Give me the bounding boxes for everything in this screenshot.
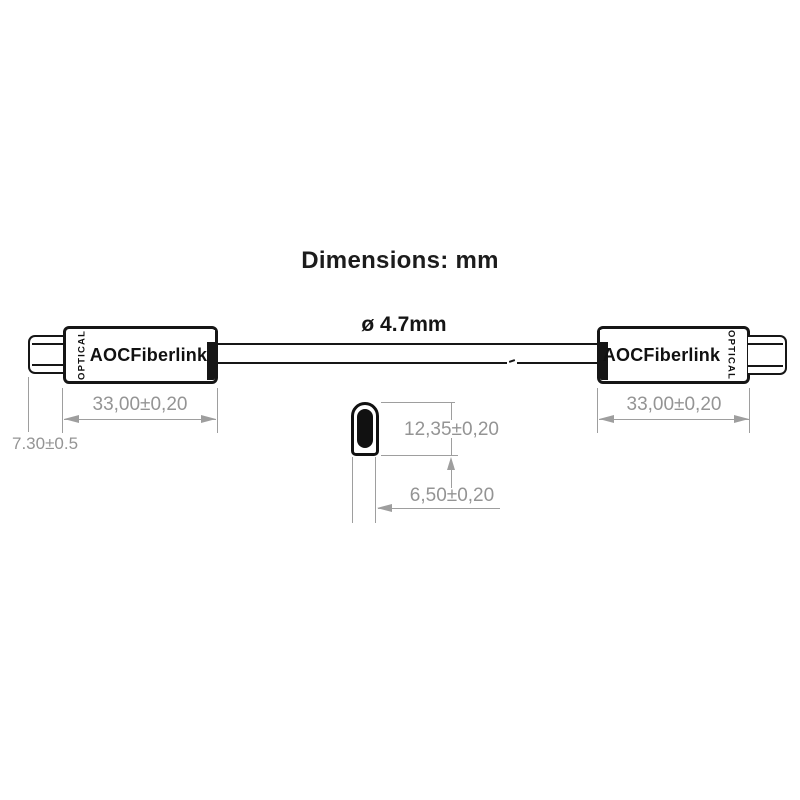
arrowhead-left-icon <box>377 504 392 512</box>
cable-diameter-label: ø 4.7mm <box>361 313 447 336</box>
extension-line-plug-tip <box>28 377 29 432</box>
arrow-shaft-cs-height <box>451 469 452 488</box>
extension-line-left-body-start <box>62 388 63 433</box>
brand-label-right: AOCFiberlink <box>602 344 721 365</box>
cable-top-edge <box>216 343 599 345</box>
connector-cross-section-tongue <box>357 409 373 448</box>
extension-line-right-body-end <box>749 388 750 433</box>
connector-body-left: OPTICAL AOCFiberlink <box>63 326 218 384</box>
usb-c-plug-right <box>748 335 787 375</box>
cable-bottom-edge-left <box>216 362 507 364</box>
dim-right-connector-length: 33,00±0,20 <box>626 394 722 415</box>
extension-line-cs-top <box>381 402 455 403</box>
dimension-line-right-body <box>599 419 749 420</box>
arrowhead-right-icon <box>201 415 216 423</box>
connector-body-right: AOCFiberlink OPTICAL <box>597 326 750 384</box>
arrowhead-left-icon <box>64 415 79 423</box>
dim-left-connector-length: 33,00±0,20 <box>92 394 188 415</box>
strain-relief-notch <box>207 330 215 342</box>
plug-tongue-line-top <box>748 343 783 345</box>
strain-relief-notch <box>600 330 608 342</box>
brand-label-left: AOCFiberlink <box>89 344 208 365</box>
dimension-line-left-body <box>64 419 216 420</box>
optical-label-left: OPTICAL <box>76 329 88 381</box>
dim-cross-section-width: 6,50±0,20 <box>409 485 495 506</box>
dimension-line-cs-height-lower <box>451 438 452 455</box>
arrowhead-left-icon <box>599 415 614 423</box>
arrowhead-up-icon <box>447 457 455 470</box>
arrowhead-right-icon <box>734 415 749 423</box>
extension-line-cs-left <box>352 457 353 523</box>
cable-break-mark <box>508 359 516 363</box>
plug-tongue-line-bottom <box>32 364 66 366</box>
extension-line-left-body-end <box>217 388 218 433</box>
plug-tongue-line-top <box>32 343 66 345</box>
usb-c-plug-left <box>28 335 66 374</box>
dim-cross-section-height: 12,35±0,20 <box>404 419 499 440</box>
cable-bottom-edge-right <box>517 362 599 364</box>
dimension-line-cs-height-upper <box>451 403 452 420</box>
extension-line-right-body-start <box>597 388 598 433</box>
extension-line-cs-right <box>375 457 376 523</box>
optical-label-right: OPTICAL <box>725 329 737 381</box>
strain-relief-left <box>207 330 215 380</box>
drawing-title: Dimensions: mm <box>301 247 499 274</box>
plug-tongue-line-bottom <box>748 365 783 367</box>
dim-plug-length: 7.30±0.5 <box>12 434 79 453</box>
extension-line-cs-bottom <box>381 455 458 456</box>
dimension-line-cs-width <box>378 508 500 509</box>
strain-relief-right <box>600 330 608 380</box>
